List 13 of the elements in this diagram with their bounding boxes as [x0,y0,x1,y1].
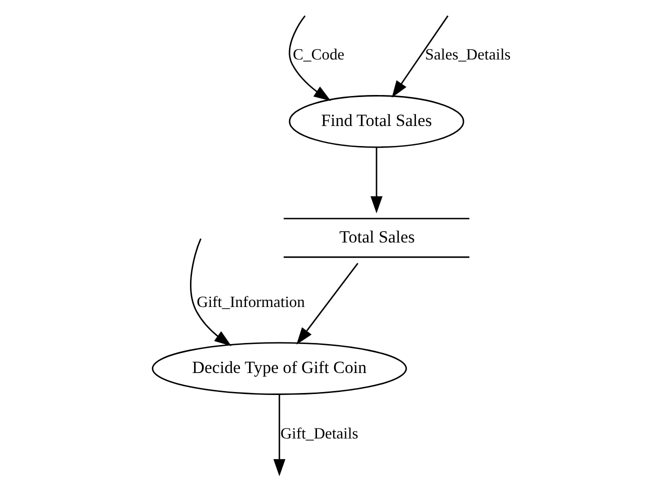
edge-label: C_Code [292,46,344,64]
arrow [392,14,448,98]
arrow [190,238,232,346]
node-ellipse: Decide Type of Gift Coin [152,342,407,394]
arrow [273,394,286,476]
node-ellipse: Find Total Sales [288,94,464,148]
arrow [370,146,383,213]
arrow [296,262,358,344]
edge-label: Gift_Information [196,293,305,310]
arrow [288,14,331,101]
edge-label: Sales_Details [425,46,511,64]
edge-label: Gift_Details [280,424,358,442]
node-text: Total Sales [339,226,415,246]
